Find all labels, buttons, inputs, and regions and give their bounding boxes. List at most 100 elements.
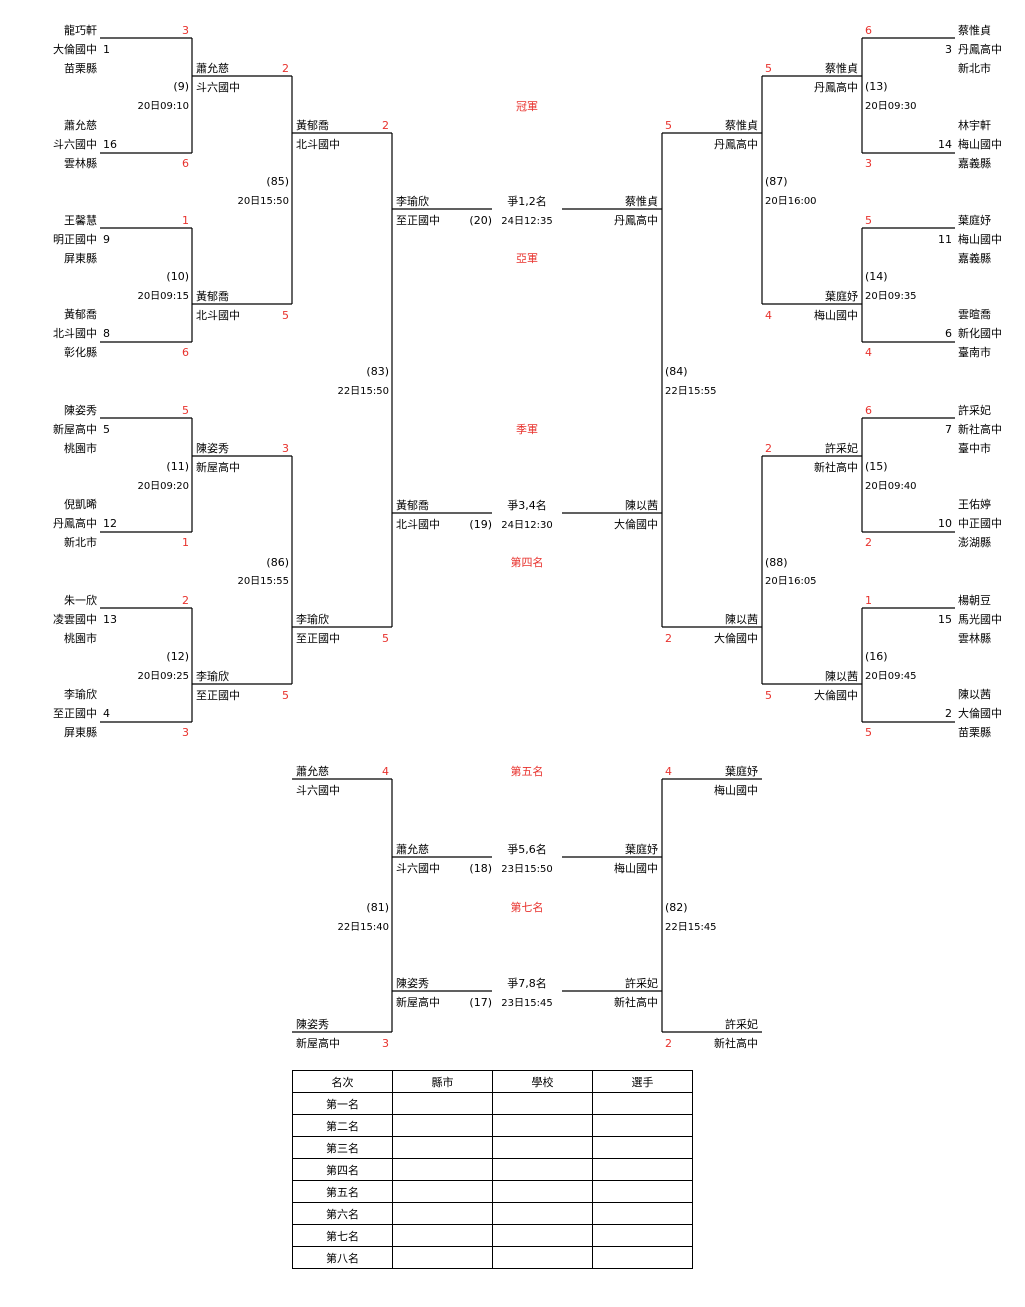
player-name: 王佑婷	[958, 497, 991, 511]
player-name: 葉庭妤	[725, 764, 758, 778]
match-time: 23日15:50	[501, 864, 553, 875]
player-cell	[592, 1180, 693, 1203]
match-time: 20日09:15	[137, 291, 189, 302]
player-school: 新屋高中	[396, 995, 440, 1009]
match-number: (81)	[366, 901, 389, 914]
seed-number: 14	[938, 138, 952, 151]
match-number: (13)	[865, 80, 888, 93]
header-rank: 名次	[292, 1070, 393, 1093]
match-title: 爭5,6名	[507, 842, 547, 856]
ranking-row: 第七名	[292, 1224, 693, 1247]
player-school: 大倫國中	[714, 631, 758, 645]
player-school: 大倫國中	[814, 688, 858, 702]
match-number: (87)	[765, 175, 788, 188]
score: 2	[865, 536, 872, 549]
score: 1	[182, 536, 189, 549]
match-number: (18)	[469, 862, 492, 875]
player-school: 北斗國中	[196, 309, 240, 322]
player-school: 新社高中	[814, 460, 858, 474]
school-cell	[492, 1158, 593, 1181]
consolation-bracket: 蕭允慈 斗六國中 4 陳姿秀 新屋高中 3 (81) 22日15:40 葉庭妤 …	[292, 764, 762, 1050]
player-school: 凌雲國中	[53, 612, 97, 626]
player-name: 黃郁喬	[396, 498, 429, 512]
ranking-header-row: 名次 縣市 學校 選手	[292, 1070, 693, 1093]
player-school: 丹鳳高中	[614, 213, 658, 227]
player-name: 林宇軒	[958, 118, 991, 132]
header-school: 學校	[492, 1070, 593, 1093]
player-school: 梅山國中	[614, 861, 658, 875]
school-cell	[492, 1202, 593, 1225]
player-school: 新化國中	[958, 326, 1002, 340]
seed-number: 4	[103, 707, 110, 720]
school-cell	[492, 1092, 593, 1115]
player-cell	[592, 1136, 693, 1159]
player-school: 中正國中	[958, 517, 1002, 530]
player-name: 陳姿秀	[296, 1018, 329, 1031]
score: 1	[865, 594, 872, 607]
player-county: 桃園市	[64, 631, 97, 645]
seed-number: 10	[938, 517, 952, 530]
score: 6	[182, 346, 189, 359]
ranking-row: 第一名	[292, 1092, 693, 1115]
seed-number: 15	[938, 613, 952, 626]
left-quarterfinal: 蕭允慈 斗六國中 2 黃郁喬 北斗國中 5 陳姿秀 新屋高中 3 李瑜欣 至正國…	[192, 61, 293, 702]
player-name: 葉庭妤	[958, 213, 991, 227]
player-school: 丹鳳高中	[53, 516, 97, 530]
score: 5	[182, 404, 189, 417]
player-school: 丹鳳高中	[814, 80, 858, 94]
score: 3	[182, 726, 189, 739]
player-school: 至正國中	[196, 689, 240, 702]
final-match: 李瑜欣 至正國中 (20) 爭1,2名 24日12:35 蔡惟貞 丹鳳高中 冠軍…	[392, 100, 662, 265]
player-school: 梅山國中	[958, 232, 1002, 246]
ranking-row: 第五名	[292, 1180, 693, 1203]
score: 3	[865, 157, 872, 170]
match-number: (17)	[469, 996, 492, 1009]
player-school: 新社高中	[614, 995, 658, 1009]
match-time: 20日09:40	[865, 481, 917, 492]
seed-number: 2	[945, 707, 952, 720]
score: 2	[665, 1037, 672, 1050]
player-county: 澎湖縣	[958, 536, 991, 549]
rank-label: 第八名	[292, 1246, 393, 1269]
county-cell	[392, 1224, 493, 1247]
score: 5	[865, 726, 872, 739]
ranking-row: 第四名	[292, 1158, 693, 1181]
rank-label: 第四名	[292, 1158, 393, 1181]
match-number: (19)	[469, 518, 492, 531]
match-time: 20日09:20	[137, 481, 189, 492]
player-cell	[592, 1114, 693, 1137]
score: 5	[765, 689, 772, 702]
player-school: 梅山國中	[814, 308, 858, 322]
player-school: 北斗國中	[396, 518, 440, 531]
player-cell	[592, 1092, 693, 1115]
player-name: 陳姿秀	[196, 442, 229, 455]
left-round1: 龍巧軒 大倫國中 苗栗縣 1 3 蕭允慈 斗六國中 雲林縣 16 6 王馨慧 明…	[53, 23, 193, 739]
match-time: 22日15:55	[665, 386, 717, 397]
player-county: 嘉義縣	[958, 251, 991, 265]
rank-label: 第六名	[292, 1202, 393, 1225]
school-cell	[492, 1114, 593, 1137]
match-number: (82)	[665, 901, 688, 914]
score: 5	[865, 214, 872, 227]
player-name: 許采妃	[725, 1017, 758, 1031]
score: 2	[282, 62, 289, 75]
match-number: (14)	[865, 270, 888, 283]
player-name: 蕭允慈	[396, 842, 429, 856]
score: 3	[182, 24, 189, 37]
player-school: 梅山國中	[714, 783, 758, 797]
player-county: 彰化縣	[64, 345, 97, 359]
match-time: 24日12:30	[501, 520, 553, 531]
player-name: 黃郁喬	[296, 118, 329, 132]
seed-number: 12	[103, 517, 117, 530]
match-time: 23日15:45	[501, 998, 553, 1009]
player-school: 新社高中	[958, 422, 1002, 436]
ranking-table: 名次 縣市 學校 選手 第一名 第二名 第三名 第四名 第五名 第六名 第七名 …	[292, 1070, 693, 1269]
match-time: 22日15:40	[337, 922, 389, 933]
match-number: (15)	[865, 460, 888, 473]
match-title: 爭3,4名	[507, 498, 547, 512]
player-county: 屏東縣	[64, 726, 97, 739]
player-school: 至正國中	[53, 707, 97, 720]
player-school: 大倫國中	[53, 42, 97, 56]
player-school: 北斗國中	[296, 138, 340, 151]
